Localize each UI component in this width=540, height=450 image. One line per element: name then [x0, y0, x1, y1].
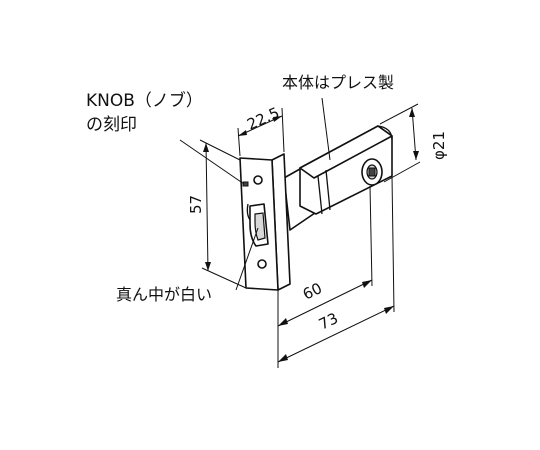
dim-diameter: φ21: [430, 131, 448, 160]
dim-faceplate-height: 57: [187, 195, 205, 214]
dim-backset-inner: 60: [300, 279, 325, 304]
dimension-lines: [199, 103, 421, 368]
center-white-label: 真ん中が白い: [116, 285, 212, 304]
dim-faceplate-thickness: 22.5: [244, 104, 282, 134]
knob-label-line2: の刻印: [86, 115, 137, 135]
latch-body: [283, 125, 393, 231]
faceplate: [239, 153, 291, 291]
knob-label-line1: KNOB（ノブ）: [86, 90, 203, 111]
leader-lines: [179, 97, 331, 291]
dim-backset-outer: 73: [316, 309, 341, 334]
body-pressed-label: 本体はプレス製: [282, 73, 394, 92]
